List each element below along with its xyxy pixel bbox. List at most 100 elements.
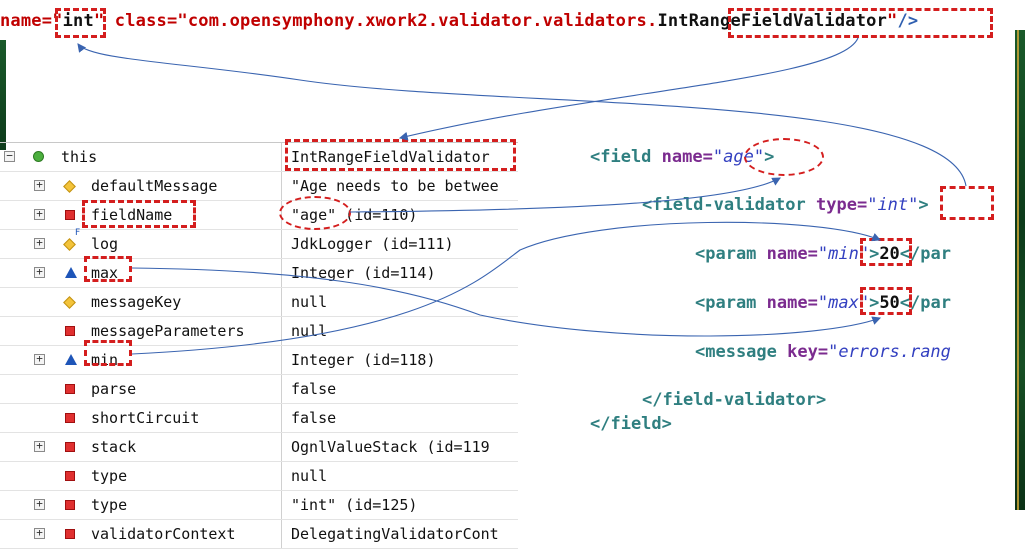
variable-row[interactable]: +min Integer (id=118) (0, 346, 518, 375)
quote: " (817, 293, 829, 313)
variable-row[interactable]: +defaultMessage "Age needs to be betwee (0, 172, 518, 201)
variable-value: "age" (id=110) (291, 206, 418, 224)
variable-label: messageKey (91, 293, 182, 311)
xml-tag: </field> (590, 414, 672, 434)
expand-icon[interactable]: + (34, 440, 45, 452)
blue-triangle-icon (65, 354, 77, 365)
xml-tag: </par (899, 244, 951, 264)
xml-tag: > (869, 293, 880, 313)
param-min-value: 20 (879, 244, 900, 264)
param-min-name: min (828, 244, 859, 264)
expand-icon[interactable]: + (34, 353, 45, 365)
variable-name-cell: messageKey (0, 288, 282, 316)
green-circle-icon (33, 151, 44, 162)
class-package: "com.opensymphony.xwork2.validator.valid… (177, 11, 658, 31)
xml-field-close-line: </field> (590, 410, 672, 438)
variable-value: null (291, 467, 328, 485)
name-attr: name= (0, 11, 53, 31)
variable-name-cell: parse (0, 375, 282, 403)
variable-row[interactable]: type null (0, 462, 518, 491)
quote: " (753, 147, 765, 167)
quote: " (93, 11, 105, 31)
xml-tag: > (918, 195, 929, 215)
variable-name-cell: +min (0, 346, 282, 374)
message-key-value: "errors.rang (828, 342, 951, 362)
variable-row[interactable]: parse false (0, 375, 518, 404)
validator-type-value: int (877, 195, 909, 215)
red-square-icon (65, 210, 75, 220)
variable-name-cell: +stack (0, 433, 282, 461)
variable-value: "Age needs to be betwee (291, 177, 499, 195)
xml-attr: key= (787, 342, 829, 362)
quote: " (52, 11, 63, 31)
xml-tag: </par (899, 293, 951, 313)
yellow-diamond-icon (63, 296, 76, 309)
quote: " (817, 244, 829, 264)
variable-name-cell: messageParameters (0, 317, 282, 345)
quote: " (887, 11, 898, 31)
slide-left-accent (0, 40, 6, 150)
xml-tag: <field-validator (642, 195, 816, 215)
xml-param-max-line: <param name="max">50</par (695, 289, 951, 317)
variable-row[interactable]: shortCircuit false (0, 404, 518, 433)
xml-param-min-line: <param name="min">20</par (695, 240, 951, 268)
red-square-icon (65, 326, 75, 336)
slide-right-accent (1015, 30, 1025, 510)
final-modifier-mark: F (75, 228, 81, 238)
red-square-icon (65, 500, 75, 510)
validator-name-value: int (62, 11, 94, 31)
variable-value: null (291, 293, 328, 311)
blue-triangle-icon (65, 267, 77, 278)
yellow-diamond-icon (63, 238, 76, 251)
param-max-name: max (828, 293, 859, 313)
collapse-icon[interactable]: − (4, 150, 15, 162)
red-square-icon (65, 471, 75, 481)
quote: " (858, 244, 870, 264)
xml-field-validator-line: <field-validator type="int"> (642, 191, 929, 219)
xml-field-open-line: <field name="age"> (590, 143, 774, 171)
quote: " (867, 195, 878, 215)
variable-value: false (291, 380, 337, 398)
variable-label: log (91, 235, 119, 253)
variable-value: false (291, 409, 337, 427)
class-attr: class= (104, 11, 178, 31)
variable-name-cell: −this (0, 143, 282, 171)
xml-attr: name= (661, 147, 713, 167)
xml-tag: <param (695, 293, 767, 313)
variable-name-cell: +max (0, 259, 282, 287)
variable-row[interactable]: messageKey null (0, 288, 518, 317)
expand-icon[interactable]: + (34, 179, 45, 191)
variable-row[interactable]: +fieldName "age" (id=110) (0, 201, 518, 230)
variable-value: JdkLogger (id=111) (291, 235, 454, 253)
variable-row[interactable]: +type "int" (id=125) (0, 491, 518, 520)
quote: " (712, 147, 724, 167)
expand-icon[interactable]: + (34, 237, 45, 249)
variable-value: Integer (id=118) (291, 351, 436, 369)
variable-name-cell: +fieldName (0, 201, 282, 229)
variable-name-cell: +defaultMessage (0, 172, 282, 200)
expand-icon[interactable]: + (34, 498, 45, 510)
highlight-xml-int (940, 186, 994, 220)
variable-name-cell: +type (0, 491, 282, 519)
xml-tag: </field-validator> (642, 390, 827, 410)
red-square-icon (65, 442, 75, 452)
variable-label: parse (91, 380, 137, 398)
variable-label: messageParameters (91, 322, 245, 340)
xml-attr: name= (766, 293, 818, 313)
xml-field-validator-close-line: </field-validator> (642, 386, 826, 414)
variable-value: DelegatingValidatorCont (291, 525, 499, 543)
xml-tag: <param (695, 244, 767, 264)
variable-value: "int" (id=125) (291, 496, 418, 514)
variable-name-cell: shortCircuit (0, 404, 282, 432)
param-max-value: 50 (879, 293, 900, 313)
expand-icon[interactable]: + (34, 266, 45, 278)
variable-label: type (91, 467, 128, 485)
expand-icon[interactable]: + (34, 208, 45, 220)
xml-tag: > (869, 244, 880, 264)
